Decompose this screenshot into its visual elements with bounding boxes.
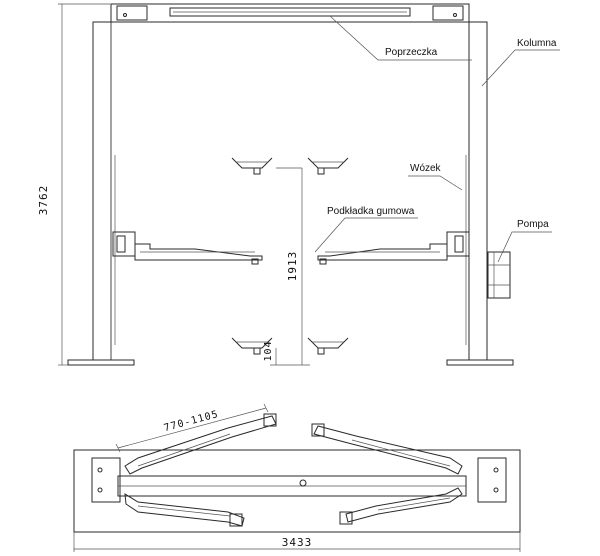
dim-770-1105-text: 770-1105 [163, 409, 220, 434]
dim-overall-width [73, 532, 521, 552]
left-arm [112, 231, 263, 265]
label-pump: Pompa [517, 219, 549, 230]
arm-top-left [124, 413, 277, 475]
dim-3433-text: 3433 [282, 536, 313, 549]
label-column: Kolumna [517, 38, 557, 49]
crossbar [110, 3, 470, 23]
base-frame [73, 449, 521, 533]
dim-104-text: 104 [263, 340, 274, 361]
arm-bottom-left [124, 493, 245, 527]
arm-top-right [311, 423, 463, 475]
arm-bottom-right [339, 487, 463, 525]
dim-overall-height [58, 3, 110, 366]
left-column [67, 21, 135, 366]
upper-pads [231, 157, 349, 175]
leader-lines [314, 15, 560, 263]
dim-lift-height [270, 167, 310, 366]
label-crossbar: Poprzeczka [385, 47, 438, 58]
right-arm [317, 231, 470, 265]
label-rubber-pad: Podkładka gumowa [327, 206, 415, 217]
lower-pads [231, 337, 349, 355]
right-column [446, 21, 514, 366]
pump [487, 251, 511, 299]
dim-1913-text: 1913 [286, 251, 299, 282]
label-carriage: Wózek [410, 163, 442, 174]
dim-arm-range [115, 403, 269, 453]
dim-3762-text: 3762 [37, 185, 50, 216]
